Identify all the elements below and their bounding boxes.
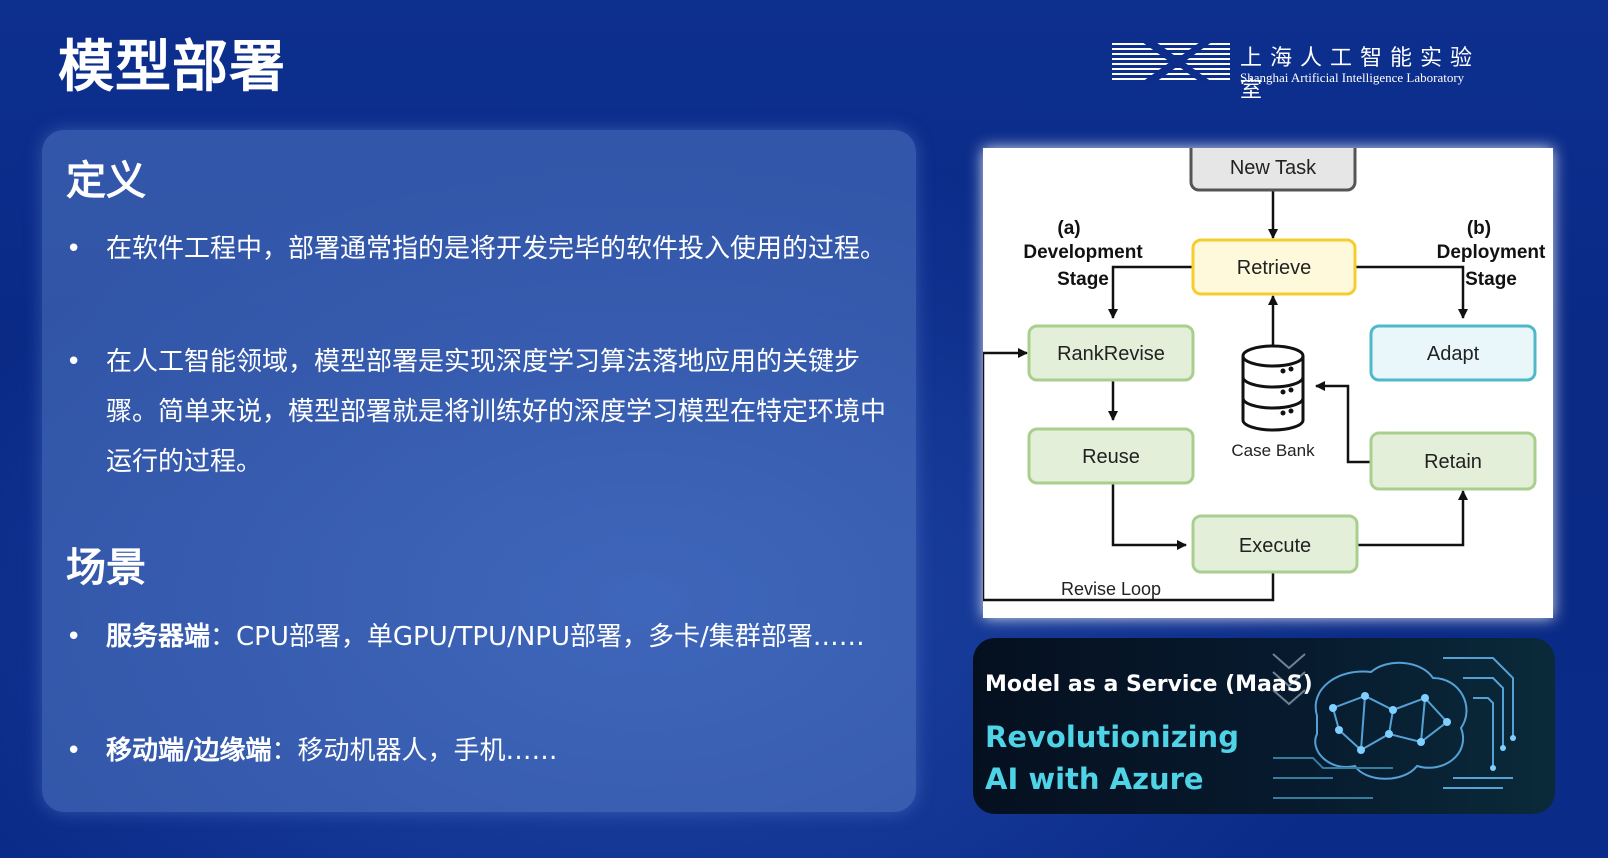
arrow-execute-retain (1358, 490, 1468, 547)
lab-logo: 上海人工智能实验室 Shanghai Artificial Intelligen… (1112, 40, 1492, 103)
content-panel (42, 130, 916, 812)
node-retain (1369, 431, 1537, 491)
lab-logo-icon (1112, 42, 1230, 82)
arrow-reuse-execute (1111, 484, 1187, 550)
scenario-server-line: 服务器端：CPU部署，单GPU/TPU/NPU部署，多卡/集群部署…… (106, 612, 886, 662)
maas-banner: Model as a Service (MaaS) Revolutionizin… (973, 638, 1555, 814)
scenario-mobile-label: 移动端/边缘端 (106, 736, 272, 766)
scenario-item-mobile: • 移动端/边缘端：移动机器人，手机…… (66, 726, 886, 776)
node-adapt-label: Adapt (1427, 343, 1480, 365)
node-adapt (1369, 324, 1537, 382)
maas-subtitle-line-2: AI with Azure (985, 762, 1204, 796)
node-reuse (1027, 427, 1195, 485)
case-based-diagram: New Task Retrieve RankRevise Reuse Execu… (981, 138, 1553, 618)
node-rank-revise (1027, 324, 1195, 382)
maas-subtitle-line-1: Revolutionizing (985, 720, 1239, 754)
node-retrieve-label: Retrieve (1237, 257, 1311, 279)
maas-title: Model as a Service (MaaS) (985, 672, 1313, 697)
page-title: 模型部署 (58, 35, 286, 100)
brain-circuit-icon (1272, 653, 1516, 799)
lab-name-en: Shanghai Artificial Intelligence Laborat… (1240, 70, 1465, 85)
node-execute (1191, 514, 1359, 574)
bullet-dot-icon: • (66, 347, 82, 377)
scenario-server-text: CPU部署，单GPU/TPU/NPU部署，多卡/集群部署…… (236, 622, 865, 652)
label-deployment: Deployment (1437, 242, 1546, 263)
label-a: (a) (1057, 218, 1080, 239)
bullet-dot-icon: • (66, 234, 82, 264)
arrow-retain-casebank (1315, 381, 1380, 464)
node-rank-revise-label: RankRevise (1057, 343, 1165, 365)
scenarios-heading: 场景 (66, 545, 146, 591)
definition-text-1: 在软件工程中，部署通常指的是将开发完毕的软件投入使用的过程。 (106, 234, 887, 264)
label-deployment-stage: Stage (1465, 269, 1517, 290)
case-bank-label: Case Bank (1231, 441, 1315, 460)
bullet-dot-icon: • (66, 736, 82, 766)
node-new-task-label: New Task (1230, 157, 1317, 179)
scenario-server-label: 服务器端 (106, 622, 211, 652)
definition-bullet-1: • 在软件工程中，部署通常指的是将开发完毕的软件投入使用的过程。 (66, 224, 886, 274)
scenario-item-server: • 服务器端：CPU部署，单GPU/TPU/NPU部署，多卡/集群部署…… (66, 612, 886, 662)
label-development: Development (1023, 242, 1143, 263)
database-icon (1241, 344, 1305, 432)
bullet-dot-icon: • (66, 622, 82, 652)
arrow-retrieve-rankrevise (1108, 265, 1193, 319)
maas-subtitle: Revolutionizing AI with Azure (985, 716, 1239, 800)
node-retain-label: Retain (1424, 451, 1482, 473)
definition-bullet-2: • 在人工智能领域，模型部署是实现深度学习算法落地应用的关键步骤。简单来说，模型… (66, 337, 886, 487)
node-reuse-label: Reuse (1082, 446, 1140, 468)
scenario-mobile-line: 移动端/边缘端：移动机器人，手机…… (106, 726, 886, 776)
definition-text-2: 在人工智能领域，模型部署是实现深度学习算法落地应用的关键步骤。简单来说，模型部署… (106, 347, 887, 477)
label-revise-loop: Revise Loop (1061, 579, 1161, 599)
label-b: (b) (1467, 218, 1491, 239)
scenario-mobile-text: 移动机器人，手机…… (297, 736, 558, 766)
definition-heading: 定义 (66, 158, 146, 204)
scenario-mobile-sep: ： (271, 736, 298, 766)
scenario-server-sep: ： (210, 622, 237, 652)
arrow-retrieve-adapt (1353, 265, 1468, 319)
arrow-revise-loop (981, 348, 1275, 602)
node-execute-label: Execute (1239, 535, 1311, 557)
label-development-stage: Stage (1057, 269, 1109, 290)
node-retrieve (1191, 238, 1357, 296)
lab-name-cn: 上海人工智能实验室 (1240, 46, 1481, 103)
